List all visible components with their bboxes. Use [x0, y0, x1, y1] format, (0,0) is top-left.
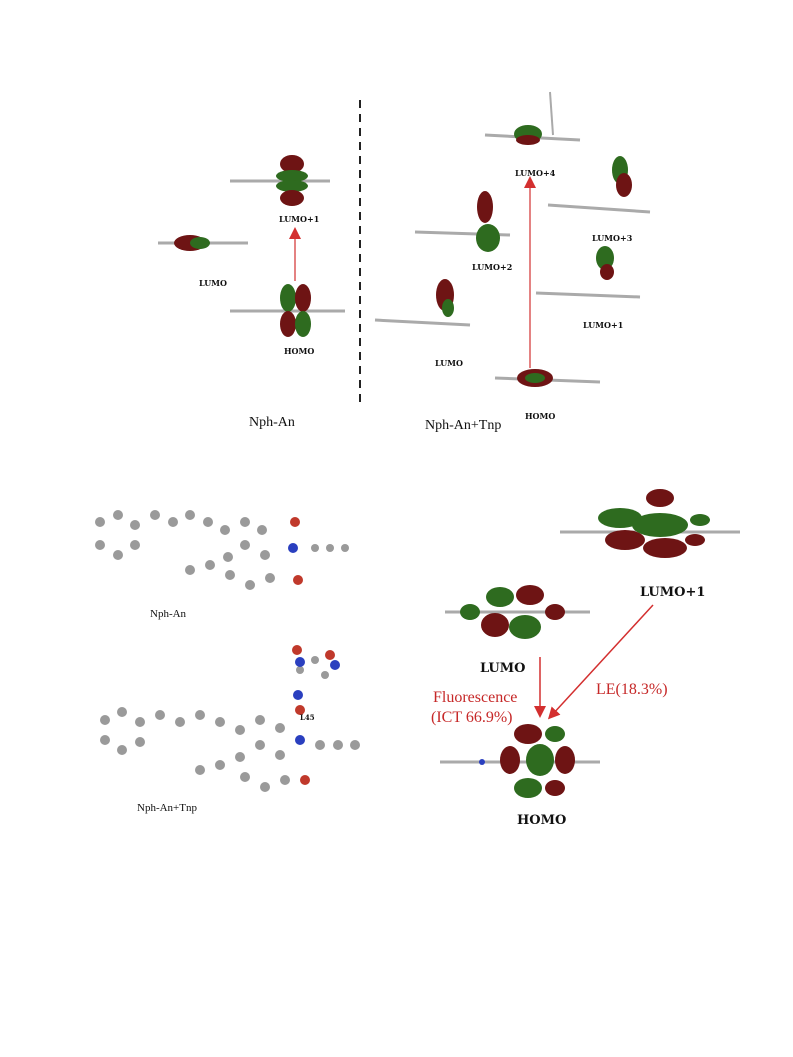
le-label: LE(18.3%): [596, 681, 668, 698]
nph-an-lumo1-label: LUMO+1: [279, 214, 319, 224]
complex-lumo-label: LUMO: [435, 358, 463, 368]
le-arrow: [547, 604, 654, 720]
complex-structure-caption: Nph-An+Tnp: [137, 802, 197, 814]
nph-an-homo-orbital: [230, 284, 345, 337]
lumo-label: LUMO: [480, 661, 525, 676]
complex-homo-label: HOMO: [525, 411, 555, 421]
nph-an-caption-top: Nph-An: [249, 415, 295, 430]
nph-an-lumo-orbital: [158, 235, 248, 251]
complex-lumo1-label: LUMO+1: [583, 320, 623, 330]
nph-an-homo-label: HOMO: [284, 346, 314, 356]
homo-orbital-image: [440, 724, 600, 798]
fluorescence-label: Fluorescence: [433, 689, 517, 706]
complex-lumo4-label: LUMO+4: [515, 168, 556, 178]
complex-lumo2-orbital: [414, 191, 511, 252]
complex-lumo1-orbital: [535, 246, 641, 299]
nph-an-structure: [95, 510, 349, 590]
nph-an-lumo1-orbital: [230, 155, 330, 206]
complex-lumo4-orbital: [484, 91, 581, 145]
nph-an-structure-caption: Nph-An: [150, 608, 187, 620]
ict-label: (ICT 66.9%): [431, 709, 512, 726]
lumo-orbital-image: [445, 585, 590, 639]
complex-caption-top: Nph-An+Tnp: [425, 418, 501, 433]
atom-label: L45: [300, 713, 315, 722]
lumo1-orbital-image: [560, 489, 740, 558]
lumo1-label: LUMO+1: [640, 585, 705, 600]
complex-lumo3-orbital: [547, 156, 651, 214]
homo-label: HOMO: [517, 813, 566, 828]
complex-lumo3-label: LUMO+3: [592, 233, 633, 243]
complex-lumo2-label: LUMO+2: [472, 262, 512, 272]
complex-homo-orbital: [494, 369, 601, 387]
complex-lumo-orbital: [374, 279, 471, 327]
complex-structure: [100, 645, 360, 792]
nph-an-lumo-label: LUMO: [199, 278, 227, 288]
